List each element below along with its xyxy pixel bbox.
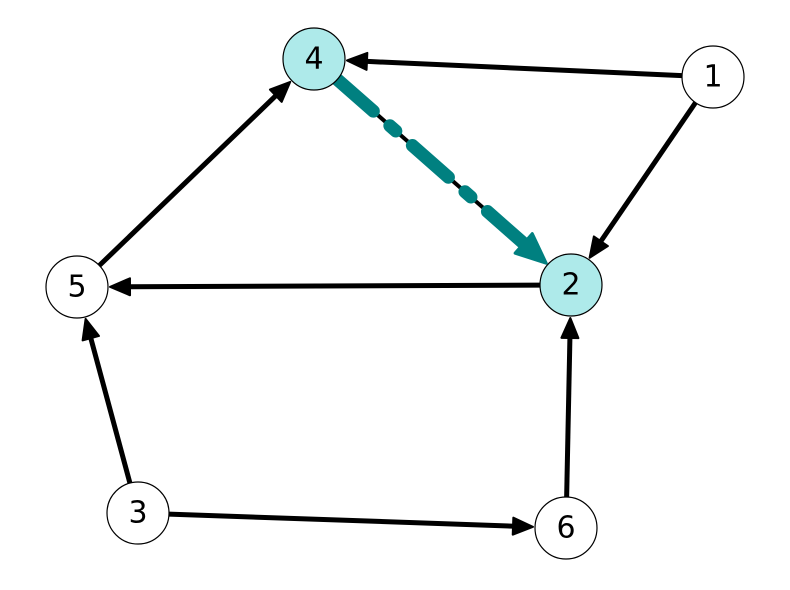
edge-line — [168, 511, 516, 529]
node-label: 3 — [128, 496, 147, 531]
edge-3-to-5 — [81, 317, 133, 484]
edges-layer — [81, 51, 698, 536]
node-circle — [106, 481, 170, 545]
node-label: 4 — [304, 42, 323, 77]
node-circle — [681, 45, 745, 109]
node-label: 6 — [556, 511, 575, 546]
node-circle — [534, 496, 598, 560]
arrowhead — [108, 277, 132, 297]
node-2: 2 — [539, 253, 603, 317]
edge-4-to-2 — [330, 72, 548, 265]
edge-line — [364, 58, 683, 79]
edge-dashed-line — [330, 72, 531, 250]
edge-2-to-5 — [108, 277, 541, 297]
edge-1-to-4 — [345, 51, 683, 79]
arrowhead — [588, 235, 609, 259]
edge-line — [597, 101, 698, 245]
node-6: 6 — [534, 496, 598, 560]
arrowhead — [560, 316, 580, 340]
arrowhead — [268, 80, 292, 103]
edge-3-to-6 — [168, 511, 535, 536]
node-circle — [45, 255, 109, 319]
edge-line — [97, 92, 279, 268]
arrowhead — [513, 232, 548, 265]
edge-1-to-2 — [588, 101, 698, 259]
node-label: 5 — [67, 270, 86, 305]
edge-line — [127, 282, 541, 290]
edge-6-to-2 — [560, 316, 580, 498]
edge-line — [87, 335, 133, 484]
arrowhead — [81, 317, 101, 342]
node-label: 2 — [561, 268, 580, 303]
node-1: 1 — [681, 45, 745, 109]
node-circle — [539, 253, 603, 317]
node-4: 4 — [282, 27, 346, 91]
node-3: 3 — [106, 481, 170, 545]
node-label: 1 — [703, 60, 722, 95]
node-5: 5 — [45, 255, 109, 319]
nodes-layer: 1 2 3 4 5 6 — [45, 27, 745, 560]
arrowhead — [511, 516, 535, 536]
edge-line — [564, 335, 573, 498]
arrowhead — [345, 51, 369, 71]
edge-5-to-4 — [97, 80, 292, 268]
node-circle — [282, 27, 346, 91]
